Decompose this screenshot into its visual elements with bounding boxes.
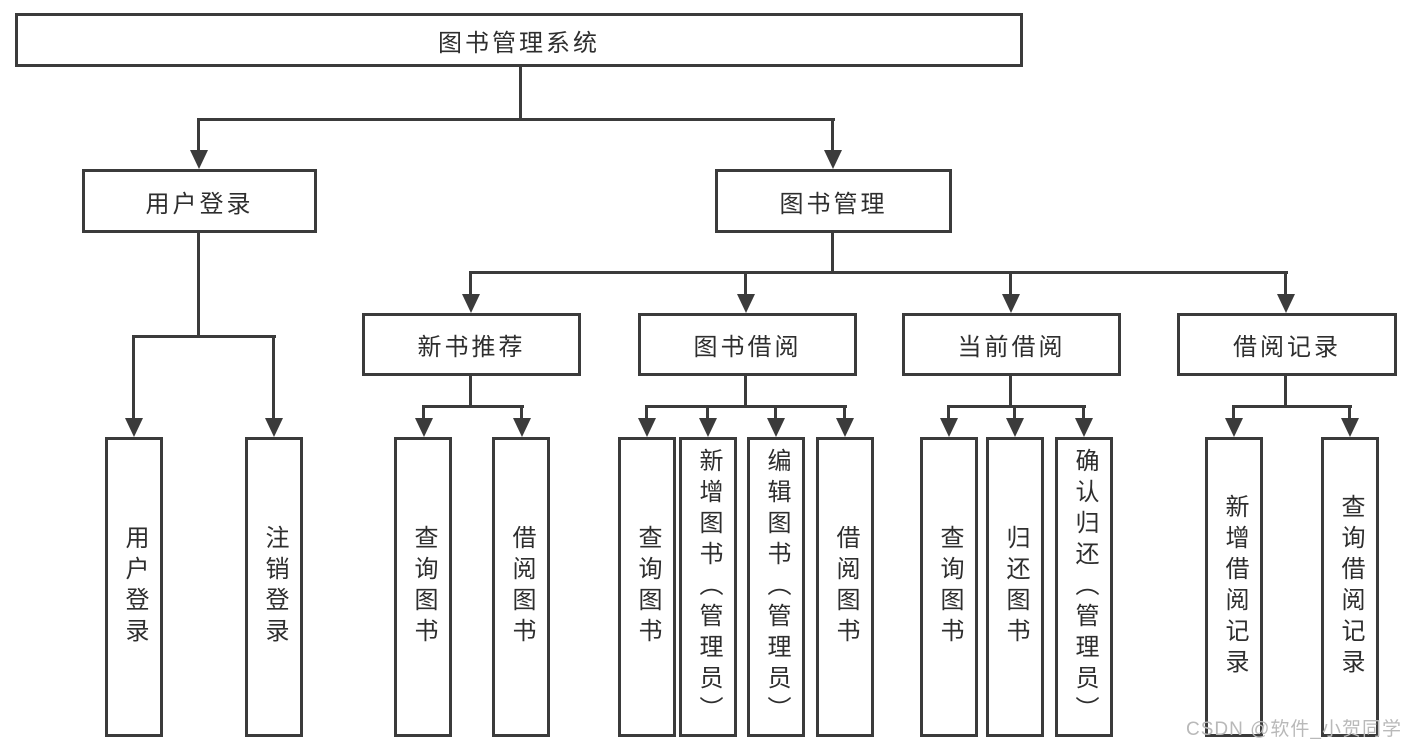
connector-line bbox=[132, 335, 276, 338]
arrowhead-icon bbox=[264, 418, 283, 437]
connector-line bbox=[1284, 271, 1287, 296]
arrowhead-icon bbox=[461, 294, 480, 313]
arrowhead-icon bbox=[1001, 294, 1020, 313]
connector-line bbox=[1082, 405, 1085, 420]
arrowhead-icon bbox=[1074, 418, 1093, 437]
connector-line bbox=[132, 335, 135, 420]
leaf-query-borrow-record: 查询借阅记录 bbox=[1321, 437, 1379, 737]
connector-line bbox=[645, 405, 648, 420]
arrowhead-icon bbox=[512, 418, 531, 437]
arrowhead-icon bbox=[1005, 418, 1024, 437]
arrowhead-icon bbox=[766, 418, 785, 437]
leaf-logout: 注销登录 bbox=[245, 437, 303, 737]
arrowhead-icon bbox=[1224, 418, 1243, 437]
connector-line bbox=[469, 376, 472, 407]
connector-line bbox=[519, 64, 522, 121]
connector-line bbox=[744, 376, 747, 407]
connector-line bbox=[1232, 405, 1352, 408]
node-current-borrowing: 当前借阅 bbox=[902, 313, 1121, 376]
leaf-query-books-current: 查询图书 bbox=[920, 437, 978, 737]
node-user-login: 用户登录 bbox=[82, 169, 317, 233]
arrowhead-icon bbox=[189, 150, 208, 169]
connector-line bbox=[422, 405, 425, 420]
arrowhead-icon bbox=[698, 418, 717, 437]
connector-line bbox=[843, 405, 846, 420]
connector-line bbox=[831, 118, 834, 152]
arrowhead-icon bbox=[637, 418, 656, 437]
connector-line bbox=[469, 271, 1288, 274]
leaf-borrow-books-recommend: 借阅图书 bbox=[492, 437, 550, 737]
leaf-edit-book-admin: 编辑图书（管理员） bbox=[747, 437, 805, 737]
connector-line bbox=[422, 405, 524, 408]
connector-line bbox=[774, 405, 777, 420]
connector-line bbox=[744, 271, 747, 296]
leaf-confirm-return-admin: 确认归还（管理员） bbox=[1055, 437, 1113, 737]
arrowhead-icon bbox=[939, 418, 958, 437]
connector-line bbox=[706, 405, 709, 420]
arrowhead-icon bbox=[1340, 418, 1359, 437]
connector-line bbox=[645, 405, 847, 408]
node-book-borrowing: 图书借阅 bbox=[638, 313, 857, 376]
connector-line bbox=[1348, 405, 1351, 420]
connector-line bbox=[197, 118, 200, 152]
connector-line bbox=[469, 271, 472, 296]
leaf-user-login: 用户登录 bbox=[105, 437, 163, 737]
connector-line bbox=[197, 118, 835, 121]
csdn-watermark: CSDN @软件_小贺同学 bbox=[1186, 719, 1402, 740]
arrowhead-icon bbox=[823, 150, 842, 169]
arrowhead-icon bbox=[1276, 294, 1295, 313]
connector-line bbox=[1284, 376, 1287, 407]
node-new-book-recommendation: 新书推荐 bbox=[362, 313, 581, 376]
connector-line bbox=[520, 405, 523, 420]
node-borrowing-records: 借阅记录 bbox=[1177, 313, 1397, 376]
connector-line bbox=[1232, 405, 1235, 420]
arrowhead-icon bbox=[835, 418, 854, 437]
connector-line bbox=[1013, 405, 1016, 420]
leaf-borrow-books-borrowing: 借阅图书 bbox=[816, 437, 874, 737]
connector-line bbox=[272, 335, 275, 420]
connector-line bbox=[1009, 376, 1012, 407]
connector-line bbox=[947, 405, 950, 420]
arrowhead-icon bbox=[736, 294, 755, 313]
arrowhead-icon bbox=[414, 418, 433, 437]
connector-line bbox=[947, 405, 1086, 408]
connector-line bbox=[197, 233, 200, 338]
node-book-management: 图书管理 bbox=[715, 169, 952, 233]
node-library-management-system: 图书管理系统 bbox=[15, 13, 1023, 67]
connector-line bbox=[1009, 271, 1012, 296]
leaf-add-book-admin: 新增图书（管理员） bbox=[679, 437, 737, 737]
leaf-return-book: 归还图书 bbox=[986, 437, 1044, 737]
leaf-query-books-borrowing: 查询图书 bbox=[618, 437, 676, 737]
connector-line bbox=[831, 233, 834, 274]
leaf-query-books-recommend: 查询图书 bbox=[394, 437, 452, 737]
leaf-add-borrow-record: 新增借阅记录 bbox=[1205, 437, 1263, 737]
arrowhead-icon bbox=[124, 418, 143, 437]
